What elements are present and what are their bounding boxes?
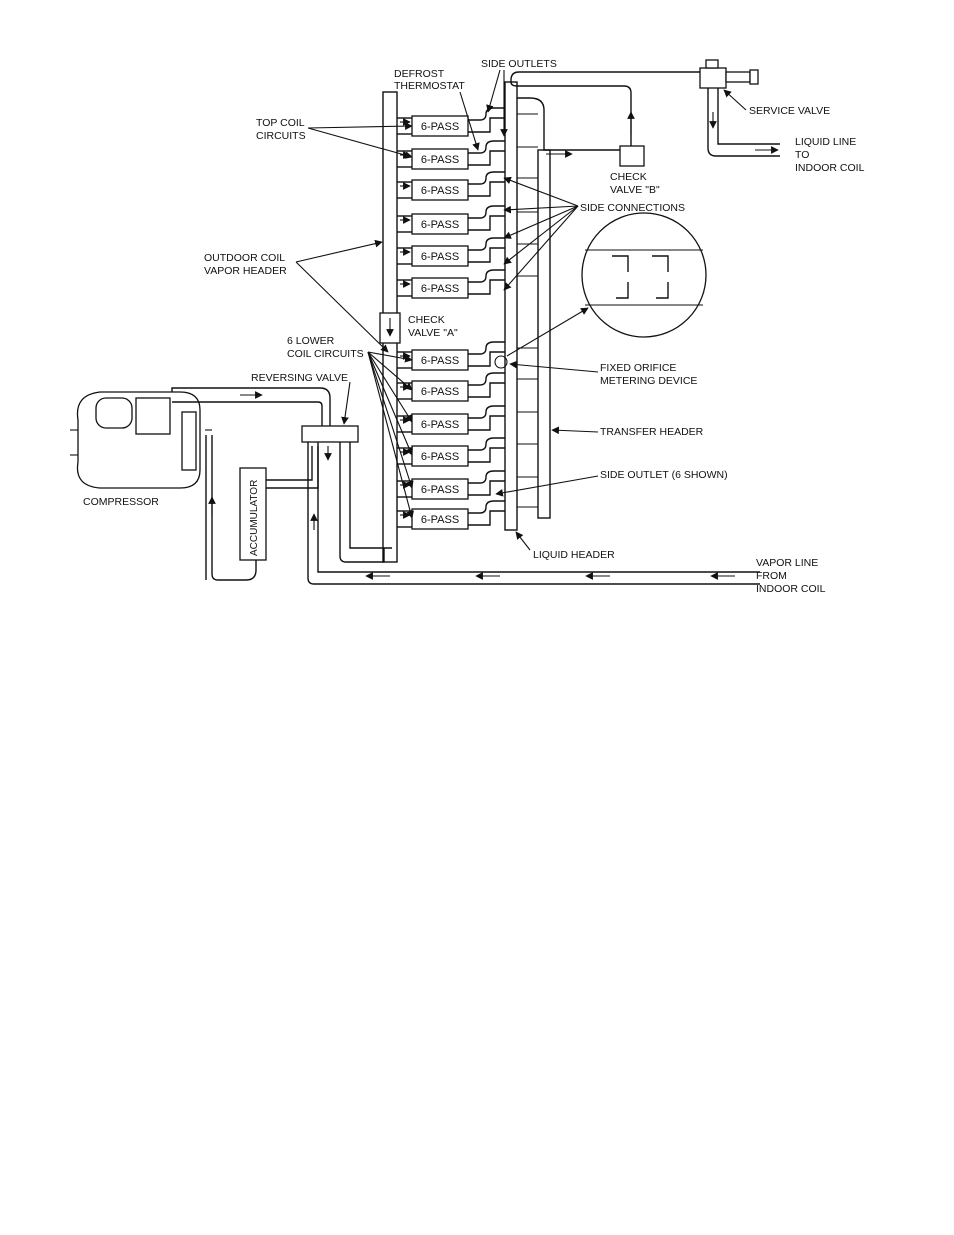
service-valve <box>699 59 780 157</box>
coil-circuit: 6-PASS <box>397 372 538 402</box>
label-top-coil-1: TOP COIL <box>256 117 305 129</box>
label-lower-coils-1: 6 LOWER <box>287 335 335 347</box>
coil-circuit: 6-PASS <box>397 405 538 435</box>
compressor <box>70 391 212 489</box>
label-fixed-orifice-2: METERING DEVICE <box>600 375 697 387</box>
coil-circuit: 6-PASS <box>397 237 538 267</box>
coil-pass-label: 6-PASS <box>421 386 459 398</box>
coil-circuit: 6-PASS <box>397 269 538 299</box>
label-liquid-header: LIQUID HEADER <box>533 549 615 561</box>
label-side-outlets: SIDE OUTLETS <box>481 58 557 70</box>
label-reversing-valve: REVERSING VALVE <box>251 372 348 384</box>
label-liquid-line-2: TO <box>795 149 809 161</box>
coil-circuit: 6-PASS <box>397 500 538 530</box>
coil-circuit: 6-PASS <box>397 171 538 201</box>
label-service-valve: SERVICE VALVE <box>749 105 830 117</box>
discharge-line <box>171 387 331 426</box>
coil-circuit: 6-PASS <box>397 437 538 467</box>
label-outdoor-coil-2: VAPOR HEADER <box>204 265 287 277</box>
label-defrost-thermostat-2: THERMOSTAT <box>394 80 465 92</box>
label-vapor-line-2: FROM <box>756 570 787 582</box>
label-check-valve-a-1: CHECK <box>408 314 445 326</box>
label-lower-coils-2: COIL CIRCUITS <box>287 348 364 360</box>
coil-pass-label: 6-PASS <box>421 283 459 295</box>
leader-lines <box>295 69 747 551</box>
coil-circuit: 6-PASS <box>397 341 538 371</box>
liquid-header <box>504 81 518 531</box>
label-liquid-line-1: LIQUID LINE <box>795 136 856 148</box>
top-pipework <box>510 71 700 158</box>
coil-pass-label: 6-PASS <box>421 251 459 263</box>
label-transfer-header: TRANSFER HEADER <box>600 426 704 438</box>
coil-pass-label: 6-PASS <box>421 514 459 526</box>
label-check-valve-a-2: VALVE "A" <box>408 327 458 339</box>
label-compressor: COMPRESSOR <box>83 496 159 508</box>
label-accumulator: ACCUMULATOR <box>249 480 260 556</box>
label-vapor-line-3: INDOOR COIL <box>756 583 826 595</box>
coil-pass-label: 6-PASS <box>421 154 459 166</box>
coil-circuit: 6-PASS <box>397 140 538 170</box>
label-fixed-orifice-1: FIXED ORIFICE <box>600 362 676 374</box>
coil-circuits: 6-PASS 6-PASS 6-PASS 6-PASS 6-PASS 6-PASS 6-PA… <box>397 107 538 530</box>
coil-pass-label: 6-PASS <box>421 451 459 463</box>
coil-pass-label: 6-PASS <box>421 484 459 496</box>
coil-pass-label: 6-PASS <box>421 419 459 431</box>
coil-pass-label: 6-PASS <box>421 219 459 231</box>
labels: SIDE OUTLETS DEFROST THERMOSTAT TOP COIL… <box>83 58 865 595</box>
label-outdoor-coil-1: OUTDOOR COIL <box>204 252 285 264</box>
label-check-valve-b-1: CHECK <box>610 171 647 183</box>
reversing-valve <box>301 425 760 585</box>
coil-circuit: 6-PASS <box>397 470 538 500</box>
accumulator <box>239 446 319 561</box>
label-side-outlet-six: SIDE OUTLET (6 SHOWN) <box>600 469 728 481</box>
check-valve-b <box>619 145 645 167</box>
label-check-valve-b-2: VALVE "B" <box>610 184 660 196</box>
label-side-connections: SIDE CONNECTIONS <box>580 202 685 214</box>
label-liquid-line-3: INDOOR COIL <box>795 162 865 174</box>
coil-circuit: 6-PASS <box>397 205 538 235</box>
label-top-coil-2: CIRCUITS <box>256 130 306 142</box>
check-valve-a <box>379 312 401 344</box>
coil-pass-label: 6-PASS <box>421 121 459 133</box>
orifice-detail-callout <box>494 212 707 369</box>
coil-pass-label: 6-PASS <box>421 185 459 197</box>
suction-line <box>205 435 257 581</box>
coil-pass-label: 6-PASS <box>421 355 459 367</box>
label-vapor-line-1: VAPOR LINE <box>756 557 818 569</box>
label-defrost-thermostat-1: DEFROST <box>394 68 445 80</box>
